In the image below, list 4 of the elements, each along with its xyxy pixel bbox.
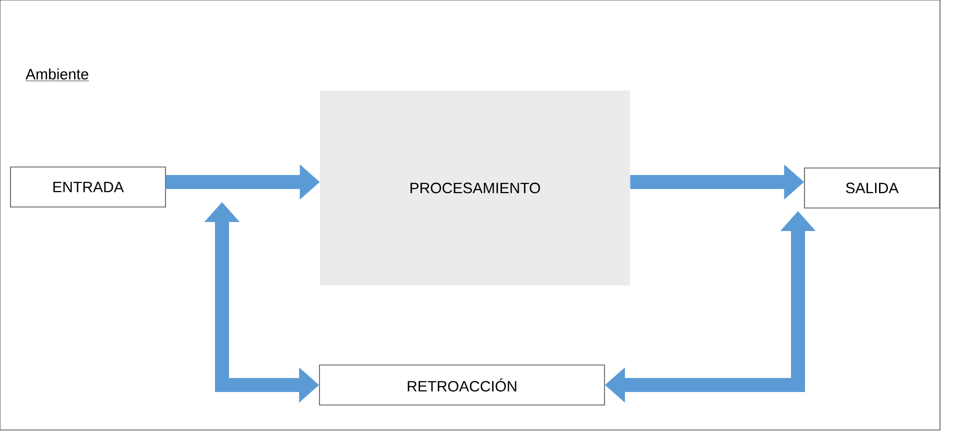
box: SALIDA: [804, 168, 940, 208]
box: RETROACCIÓN: [319, 364, 605, 406]
box: ENTRADA: [10, 166, 166, 208]
process-area: PROCESAMIENTO: [320, 90, 630, 286]
